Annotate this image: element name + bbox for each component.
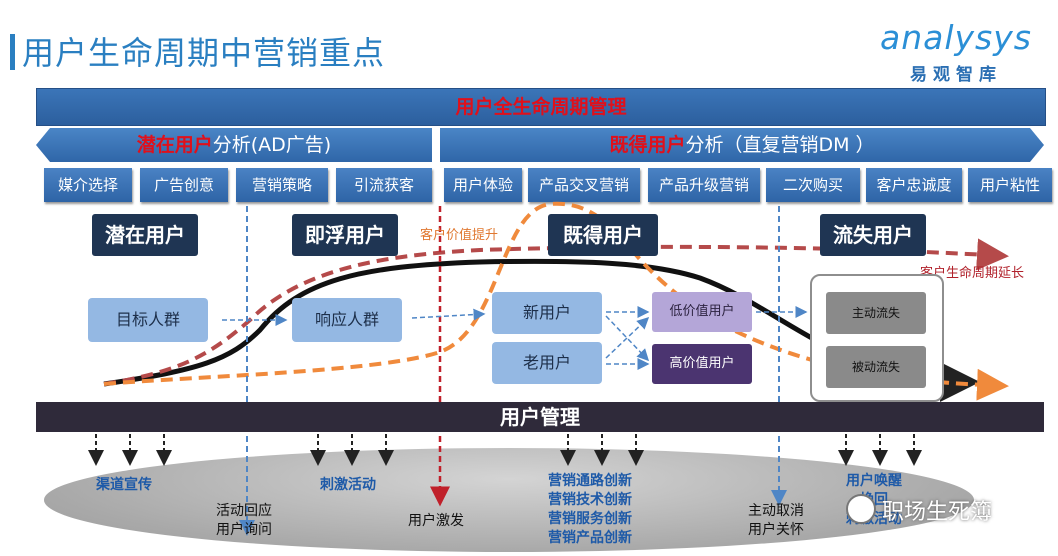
existing-user-analysis-header: 既得用户分析（直复营销DM ）	[440, 128, 1044, 162]
existing-user-highlight: 既得用户	[609, 134, 686, 156]
tab-cross-selling: 产品交叉营销	[528, 168, 640, 202]
box-target-group: 目标人群	[88, 298, 208, 342]
tab-customer-loyalty: 客户忠诚度	[866, 168, 962, 202]
flow-arrow-new-high	[605, 315, 650, 362]
value-lift-label: 客户价值提升	[420, 228, 499, 243]
logo-chinese: 易观智库	[910, 65, 1002, 85]
label-marketing-innovations: 营销通路创新 营销技术创新 营销服务创新 营销产品创新	[548, 473, 632, 546]
label-user-activation: 用户激发	[408, 513, 464, 529]
tab-ad-creative: 广告创意	[140, 168, 228, 202]
box-new-user: 新用户	[492, 292, 602, 334]
potential-user-analysis-header: 潜在用户分析(AD广告)	[36, 128, 432, 162]
stage-existing-user: 既得用户	[548, 214, 658, 256]
box-high-value-user: 高价值用户	[652, 344, 752, 384]
watermark-text: 职场生死簿	[882, 500, 993, 525]
page-title: 用户生命周期中营销重点	[22, 34, 386, 72]
box-old-user: 老用户	[492, 342, 602, 384]
tab-media-selection: 媒介选择	[44, 168, 132, 202]
box-response-group: 响应人群	[292, 298, 402, 342]
flow-arrow-old-low	[605, 316, 650, 359]
bottom-ellipse	[44, 448, 974, 552]
stage-floating-user: 即浮用户	[292, 214, 398, 256]
label-cancel-care: 主动取消 用户关怀	[748, 503, 804, 538]
stage-lost-user: 流失用户	[820, 214, 926, 256]
lifecycle-banner: 用户全生命周期管理	[36, 88, 1046, 126]
box-low-value-user: 低价值用户	[652, 292, 752, 332]
tab-marketing-strategy: 营销策略	[236, 168, 328, 202]
title-accent-bar	[10, 34, 15, 70]
tab-repurchase: 二次购买	[766, 168, 860, 202]
user-management-bar: 用户管理	[36, 402, 1044, 432]
logo-wordmark: analysys	[880, 18, 1032, 57]
wechat-icon	[846, 494, 876, 524]
tab-upgrade-marketing: 产品升级营销	[648, 168, 760, 202]
tab-traffic-acquisition: 引流获客	[336, 168, 432, 202]
existing-user-analysis-text: 分析（直复营销DM ）	[685, 134, 875, 156]
box-passive-loss: 被动流失	[826, 346, 926, 388]
potential-user-highlight: 潜在用户	[136, 134, 213, 156]
box-active-loss: 主动流失	[826, 292, 926, 334]
label-channel-promotion: 渠道宣传	[96, 477, 152, 493]
potential-user-analysis-text: 分析(AD广告)	[212, 134, 332, 156]
stage-potential-user: 潜在用户	[92, 214, 198, 256]
label-activity-reply: 活动回应 用户询问	[216, 503, 272, 538]
tab-user-experience: 用户体验	[444, 168, 522, 202]
flow-arrow-response-new	[411, 308, 486, 321]
label-stimulus-activity: 刺激活动	[320, 477, 376, 493]
lifecycle-extend-label: 客户生命周期延长	[920, 266, 1025, 281]
value-lift-curve	[103, 201, 1009, 401]
tab-user-stickiness: 用户粘性	[968, 168, 1052, 202]
